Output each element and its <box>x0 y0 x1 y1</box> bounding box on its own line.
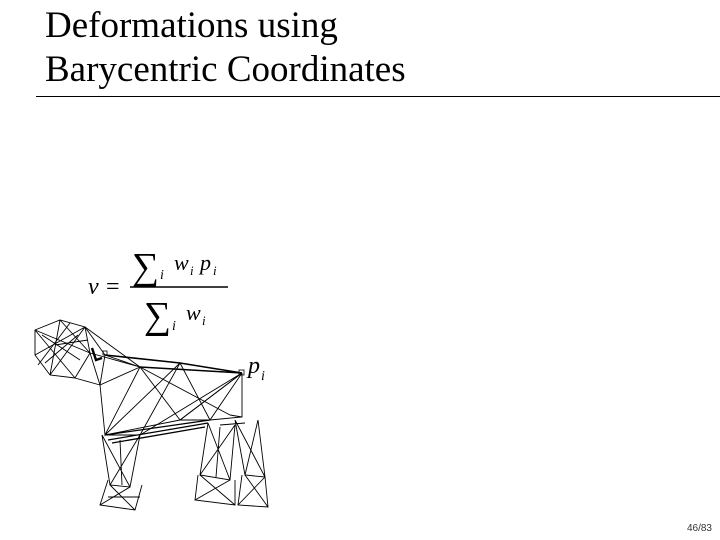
denominator-sum-index: i <box>172 319 176 334</box>
numerator-sum-index: i <box>160 268 164 283</box>
title-line-1: Deformations using <box>45 5 338 46</box>
numerator-sum: ∑ <box>132 246 159 288</box>
denominator-sum: ∑ <box>144 295 171 337</box>
formula-lhs: v <box>88 274 99 300</box>
deformation-figure: v = ∑ i w i p i ∑ i w i p i <box>30 235 280 515</box>
title-line-2: Barycentric Coordinates <box>45 49 406 90</box>
page-number: 46/83 <box>686 523 712 534</box>
formula-equals: = <box>106 274 120 300</box>
point-label-index: i <box>261 369 265 384</box>
dog-cage-wireframe <box>34 319 269 511</box>
numerator-point-index: i <box>213 263 217 278</box>
point-label: p i <box>246 353 265 384</box>
denominator-weight-index: i <box>202 313 206 328</box>
slide-title: Deformations using Barycentric Coordinat… <box>45 4 685 92</box>
numerator-point: p <box>198 250 211 275</box>
denominator-weight: w <box>186 300 201 325</box>
numerator-weight: w <box>174 250 189 275</box>
numerator-weight-index: i <box>190 263 194 278</box>
point-label-var: p <box>246 353 260 379</box>
barycentric-formula: v = ∑ i w i p i ∑ i w i <box>88 246 228 337</box>
title-underline <box>36 96 720 97</box>
wireframe-dog-cage-icon: v = ∑ i w i p i ∑ i w i p i <box>34 246 269 511</box>
